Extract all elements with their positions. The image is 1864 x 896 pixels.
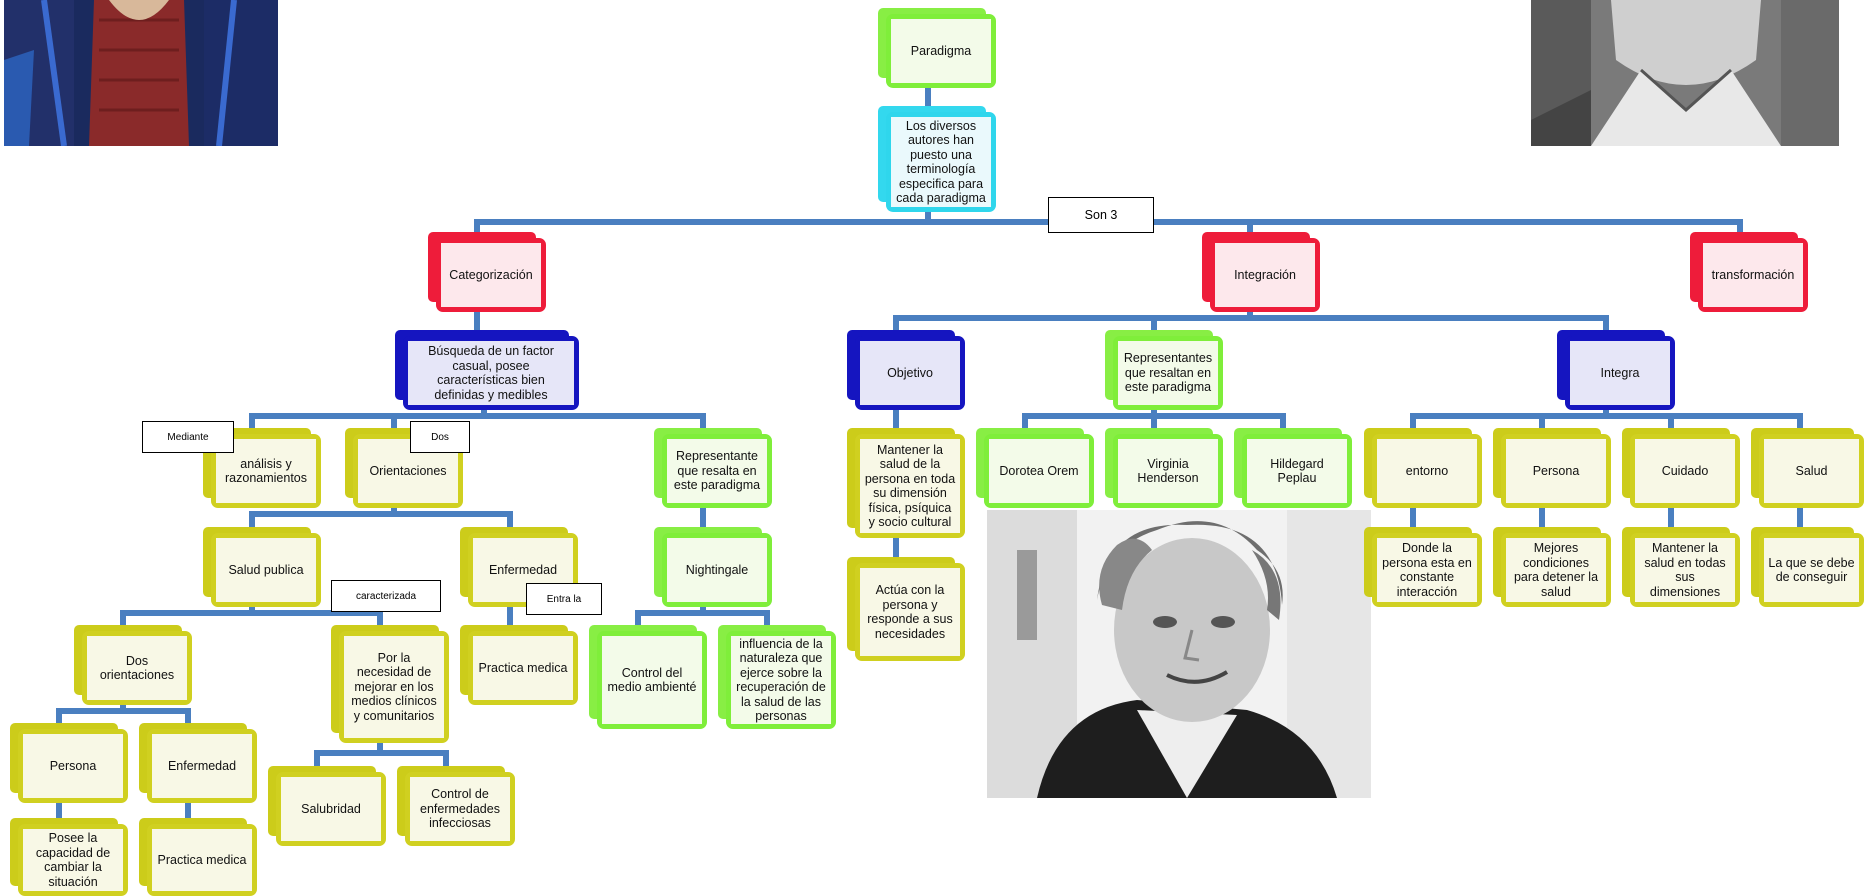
node-dos-orientaciones: Dos orientaciones: [74, 625, 192, 705]
node-la-que-se-debe: La que se debe de conseguir: [1751, 527, 1864, 607]
node-actua: Actúa con la persona y responde a sus ne…: [847, 557, 965, 661]
node-representante-cat: Representante que resalta en este paradi…: [654, 428, 772, 508]
label-dos: Dos: [410, 421, 470, 453]
node-posee-capacidad: Posee la capacidad de cambiar la situaci…: [10, 818, 128, 896]
node-persona-cat: Persona: [10, 723, 128, 803]
label-entra-la: Entra la: [526, 583, 602, 615]
node-practica-medica-1: Practica medica: [460, 625, 578, 705]
node-entorno: entorno: [1364, 428, 1482, 508]
label-mediante: Mediante: [142, 421, 234, 453]
node-busqueda: Búsqueda de un factor casual, posee cara…: [395, 330, 579, 410]
portrait-photo-top-right: [1531, 0, 1839, 146]
node-control-medio: Control del medio ambienté: [589, 625, 707, 729]
node-objetivo: Objetivo: [847, 330, 965, 410]
node-hildegard: Hildegard Peplau: [1234, 428, 1352, 508]
portrait-photo-top-left: [4, 0, 278, 146]
node-salud-publica: Salud publica: [203, 527, 321, 607]
node-virginia: Virginia Henderson: [1105, 428, 1223, 508]
node-nightingale: Nightingale: [654, 527, 772, 607]
node-paradigma: Paradigma: [878, 8, 996, 88]
node-salubridad: Salubridad: [268, 766, 386, 846]
label-caracterizada: caracterizada: [331, 580, 441, 612]
node-mantener-salud: Mantener la salud de la persona en toda …: [847, 428, 965, 538]
node-enfermedad-cat2: Enfermedad: [139, 723, 257, 803]
node-representantes-int: Representantes que resaltan en este para…: [1105, 330, 1223, 410]
node-dorotea: Dorotea Orem: [976, 428, 1094, 508]
node-salud: Salud: [1751, 428, 1864, 508]
label-son3: Son 3: [1048, 197, 1154, 233]
node-donde-persona: Donde la persona esta en constante inter…: [1364, 527, 1482, 607]
node-integracion: Integración: [1202, 232, 1320, 312]
portrait-photo-center: [987, 510, 1371, 798]
node-mantener-dimensiones: Mantener la salud en todas sus dimension…: [1622, 527, 1740, 607]
node-por-la-necesidad: Por la necesidad de mejorar en los medio…: [331, 625, 449, 743]
node-practica-medica-2: Practica medica: [139, 818, 257, 896]
node-control-enfermedades: Control de enfermedades infecciosas: [397, 766, 515, 846]
node-autores: Los diversos autores han puesto una term…: [878, 106, 996, 212]
node-influencia: influencia de la naturaleza que ejerce s…: [718, 625, 836, 729]
node-categorizacion: Categorización: [428, 232, 546, 312]
node-persona-int: Persona: [1493, 428, 1611, 508]
node-integra: Integra: [1557, 330, 1675, 410]
node-cuidado: Cuidado: [1622, 428, 1740, 508]
node-mejores-condiciones: Mejores condiciones para detener la salu…: [1493, 527, 1611, 607]
node-transformacion: transformación: [1690, 232, 1808, 312]
node-orientaciones: Orientaciones: [345, 428, 463, 508]
